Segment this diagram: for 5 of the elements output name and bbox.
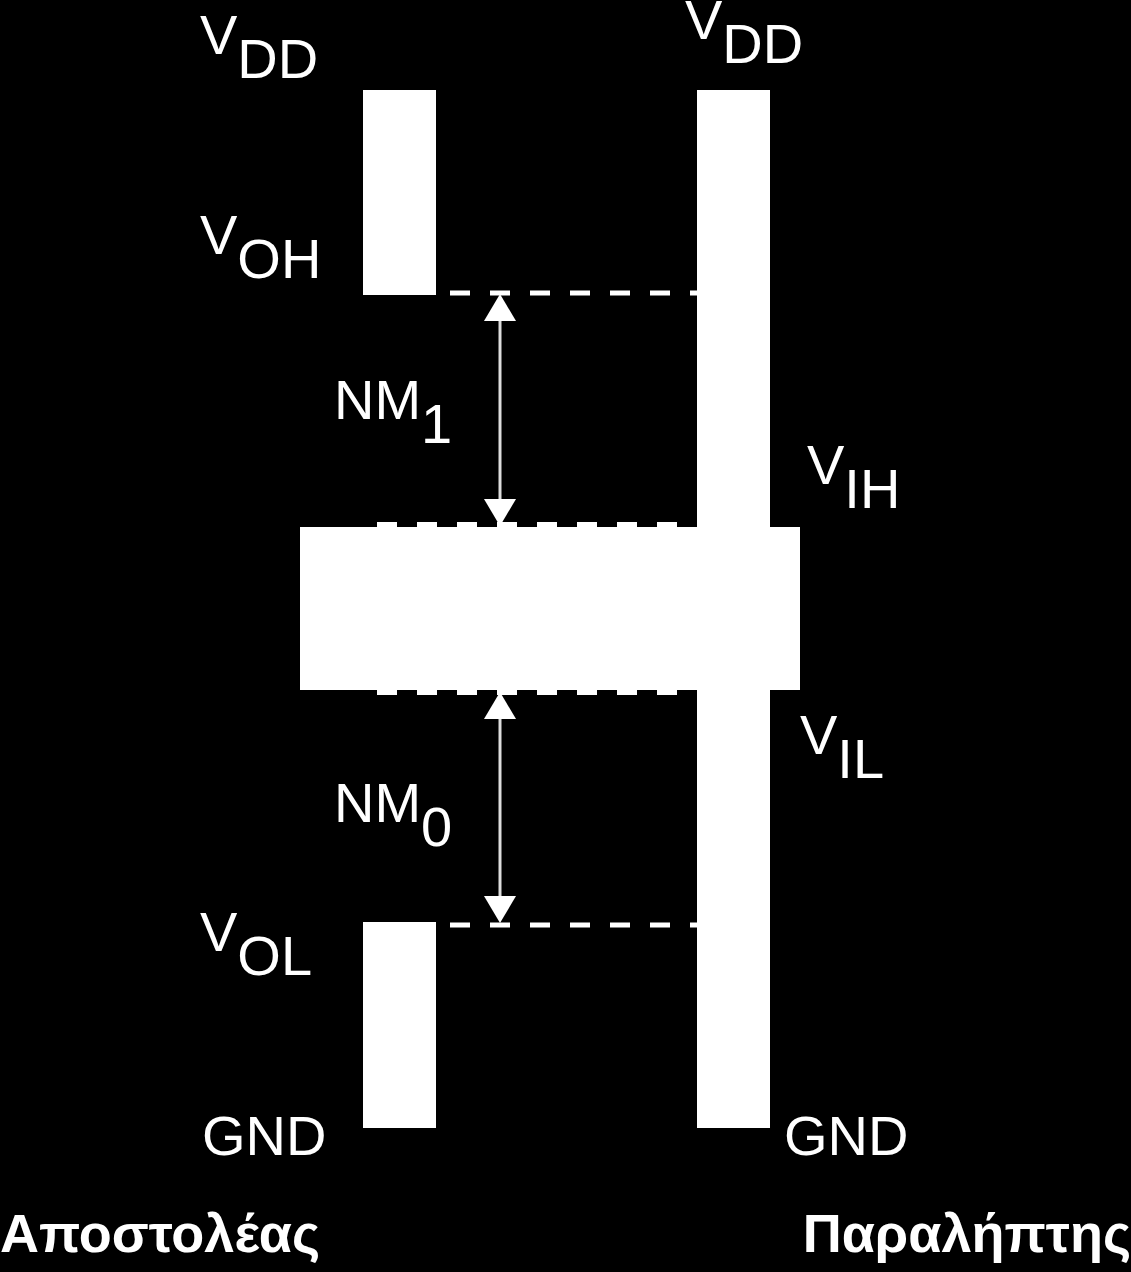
- sender-low-range-bar: [363, 922, 436, 1128]
- ground-label: GND: [784, 1108, 909, 1164]
- undefined-region-band: [300, 527, 800, 690]
- ground-label: GND: [202, 1108, 327, 1164]
- sender-high-range-bar: [363, 90, 436, 295]
